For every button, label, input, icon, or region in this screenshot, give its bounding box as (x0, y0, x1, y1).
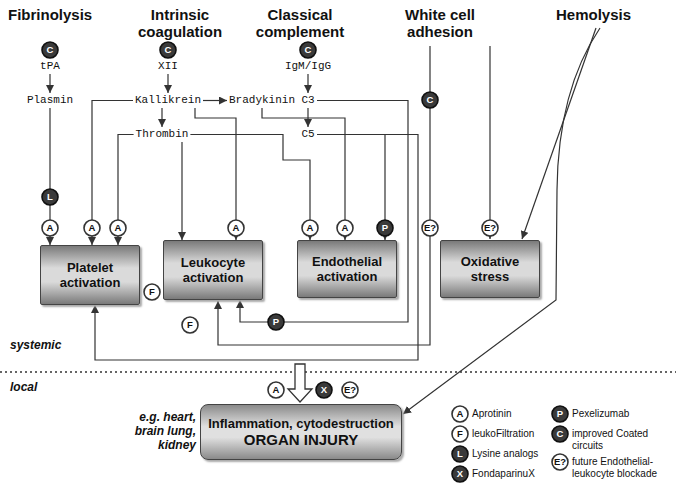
legend-icon-letter: E? (549, 456, 571, 468)
drug-icon-letter: L (39, 191, 61, 203)
legend-icon-letter: F (449, 428, 471, 440)
drug-icon-letter: P (265, 316, 287, 328)
arrow-connector (167, 74, 168, 93)
pathway-term: Plasmin (25, 93, 75, 108)
pathway-term: Bradykinin (227, 93, 297, 108)
column-heading: Fibrinolysis (8, 6, 108, 23)
box-heading: ORGAN INJURY (244, 431, 358, 449)
node-text: XII (158, 60, 178, 73)
pathway-term: C5 (299, 127, 316, 142)
arrow-connector (307, 74, 308, 93)
drug-icon-letter: A (225, 222, 247, 234)
legend-text: future Endothelial-leukocyte blockade (572, 456, 672, 480)
zone-label: systemic (10, 338, 90, 352)
pathway-term: Kallikrein (133, 93, 203, 108)
drug-icon-letter: A (39, 222, 61, 234)
pathway-term: IgM/IgG (283, 59, 333, 74)
arrow-connector (95, 135, 418, 361)
pathway-term: C3 (299, 93, 316, 108)
adhesion-line (218, 46, 430, 345)
pathway-term: tPA (38, 59, 62, 74)
adhesion-line (489, 46, 490, 239)
drug-icon-letter: A (81, 222, 103, 234)
drug-icon-letter: X (313, 384, 335, 396)
hollow-arrow (288, 364, 312, 402)
column-heading: Intrinsic coagulation (128, 6, 232, 40)
arrow-connector (195, 108, 236, 240)
drug-icon-letter: F (141, 286, 163, 298)
arrow-connector (203, 100, 227, 101)
zone-divider (0, 371, 676, 372)
effect-box: Endothelial activation (297, 240, 397, 298)
drug-icon-letter: E? (419, 222, 441, 234)
legend-icon-letter: L (449, 448, 471, 460)
column-heading: Hemolysis (556, 6, 656, 23)
legend-text: improved Coated circuits (572, 428, 672, 452)
pathway-term: Thrombin (134, 127, 191, 142)
node-text: Leukocyte activation (170, 255, 256, 285)
arrow-connector (161, 108, 162, 127)
node-text: Thrombin (136, 128, 189, 141)
drug-icon-letter: F (179, 319, 201, 331)
hemolysis-line (403, 28, 600, 414)
legend-icon-letter: C (549, 428, 571, 440)
drug-icon-letter: C (419, 94, 441, 106)
legend-icon-letter: X (449, 468, 471, 480)
organ-injury-box: Inflammation, cytodestructionORGAN INJUR… (200, 404, 402, 460)
drug-icon-letter: C (39, 44, 61, 56)
legend-text: Pexelizumab (572, 408, 672, 420)
arrow-connector (49, 74, 50, 93)
node-text: IgM/IgG (285, 60, 331, 73)
drug-icon-letter: A (107, 222, 129, 234)
legend-icon-letter: P (549, 408, 571, 420)
drug-icon-letter: E? (479, 222, 501, 234)
arrow-connector (181, 142, 182, 240)
effect-box: Platelet activation (40, 245, 140, 305)
pathway-term: XII (156, 59, 180, 74)
legend-text: Aprotinin (472, 408, 556, 420)
zone-label: local (10, 380, 90, 394)
drug-icon-letter: P (374, 222, 396, 234)
effect-box: Oxidative stress (440, 240, 540, 298)
legend-text: Lysine analogs (472, 448, 556, 460)
arrow-connector (240, 101, 408, 323)
organ-examples: e.g. heart, brain lung, kidney (114, 410, 196, 452)
drug-icon-letter: A (265, 384, 287, 396)
node-text: tPA (40, 60, 60, 73)
node-text: C3 (301, 94, 314, 107)
arrow-connector (262, 108, 345, 240)
node-text: Plasmin (27, 94, 73, 107)
legend-icon-letter: A (449, 408, 471, 420)
node-text: Oxidative stress (447, 254, 533, 284)
drug-icon-letter: C (157, 44, 179, 56)
node-text: Inflammation, cytodestruction (208, 416, 394, 431)
drug-icon-letter: C (297, 44, 319, 56)
legend-text: FondaparinuX (472, 468, 556, 480)
column-heading: White cell adhesion (390, 6, 490, 40)
node-text: Platelet activation (47, 260, 133, 290)
legend-text: leukoFiltration (472, 428, 556, 440)
node-text: C5 (301, 128, 314, 141)
node-text: Kallikrein (135, 94, 201, 107)
column-heading: Classical complement (248, 6, 352, 40)
drug-icon-letter: A (299, 222, 321, 234)
hemolysis-line (522, 28, 596, 239)
node-text: Bradykinin (229, 94, 295, 107)
drug-icon-letter: E? (339, 384, 361, 396)
arrow-connector (317, 135, 385, 241)
arrow-connector (190, 135, 310, 241)
drug-icon-letter: A (334, 222, 356, 234)
effect-box: Leukocyte activation (163, 240, 263, 300)
node-text: Endothelial activation (304, 254, 390, 284)
